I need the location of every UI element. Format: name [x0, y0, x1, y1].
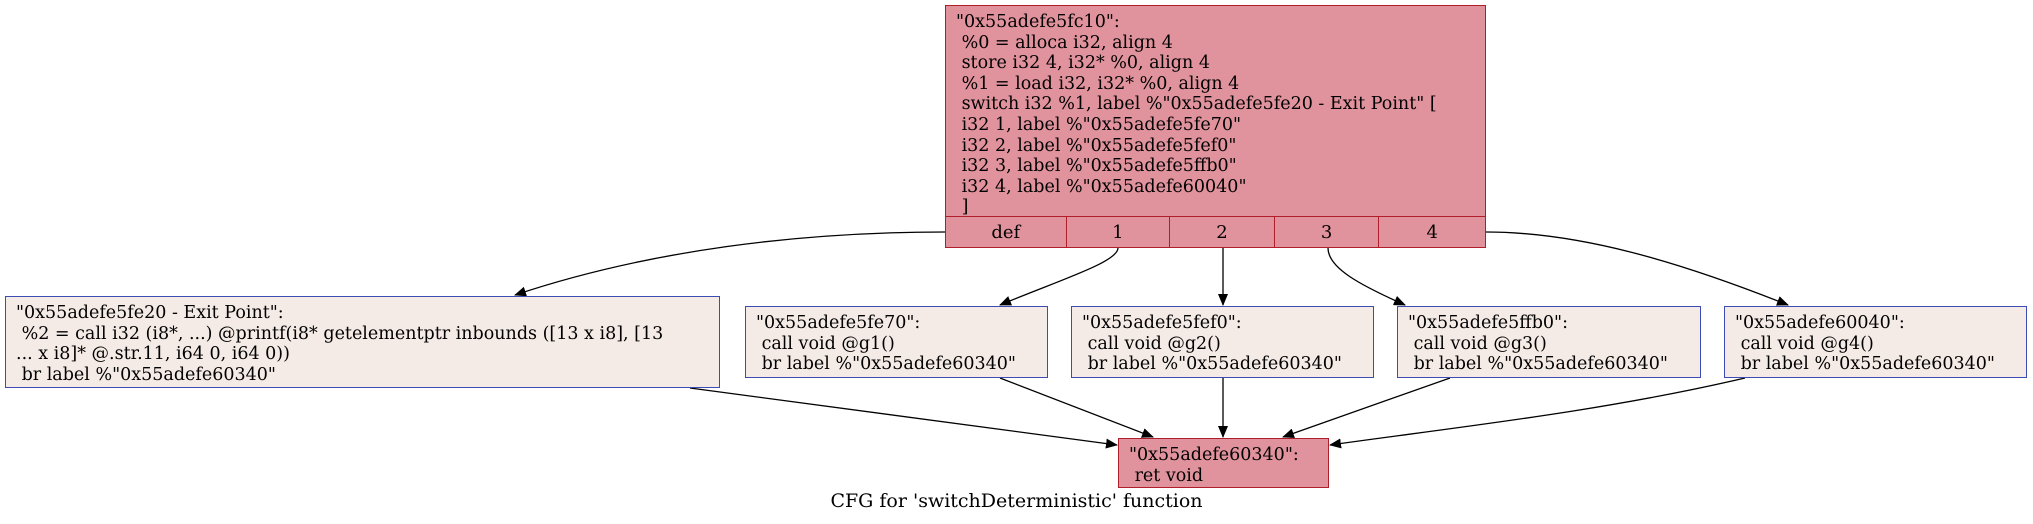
- entry-block-text: "0x55adefe5fc10": %0 = alloca i32, align…: [956, 12, 1437, 218]
- edge-3-to-g3: [1327, 247, 1406, 306]
- switch-ports: def 1 2 3 4: [946, 216, 1485, 247]
- g2-block-node[interactable]: "0x55adefe5fef0": call void @g2() br lab…: [1071, 306, 1374, 378]
- g1-block-text: "0x55adefe5fe70": call void @g1() br lab…: [756, 313, 1016, 375]
- port-def[interactable]: def: [946, 217, 1067, 247]
- g3-block-text: "0x55adefe5ffb0": call void @g3() br lab…: [1408, 313, 1668, 375]
- port-1[interactable]: 1: [1067, 217, 1171, 247]
- edge-4-to-g4: [1485, 231, 1789, 306]
- g3-block-node[interactable]: "0x55adefe5ffb0": call void @g3() br lab…: [1397, 306, 1701, 378]
- exit-point-node[interactable]: "0x55adefe5fe20 - Exit Point": %2 = call…: [5, 296, 720, 388]
- edge-def-to-exit: [514, 231, 946, 297]
- edge-exit-to-ret: [689, 387, 1118, 449]
- edge-g3-to-ret: [1282, 377, 1451, 439]
- g4-block-node[interactable]: "0x55adefe60040": call void @g4() br lab…: [1724, 306, 2027, 378]
- g2-block-text: "0x55adefe5fef0": call void @g2() br lab…: [1082, 313, 1342, 375]
- g4-block-text: "0x55adefe60040": call void @g4() br lab…: [1735, 313, 1995, 375]
- port-2[interactable]: 2: [1170, 217, 1275, 247]
- entry-block-node[interactable]: "0x55adefe5fc10": %0 = alloca i32, align…: [945, 5, 1486, 248]
- return-block-node[interactable]: "0x55adefe60340": ret void: [1118, 438, 1329, 488]
- g1-block-node[interactable]: "0x55adefe5fe70": call void @g1() br lab…: [745, 306, 1048, 378]
- graph-caption: CFG for 'switchDeterministic' function: [830, 490, 1203, 512]
- edge-g4-to-ret: [1329, 377, 1746, 449]
- edge-g1-to-ret: [999, 377, 1154, 438]
- port-3[interactable]: 3: [1275, 217, 1380, 247]
- exit-point-text: "0x55adefe5fe20 - Exit Point": %2 = call…: [16, 303, 664, 385]
- return-block-text: "0x55adefe60340": ret void: [1129, 445, 1299, 486]
- port-4[interactable]: 4: [1426, 221, 1438, 243]
- edge-1-to-g1: [999, 247, 1119, 306]
